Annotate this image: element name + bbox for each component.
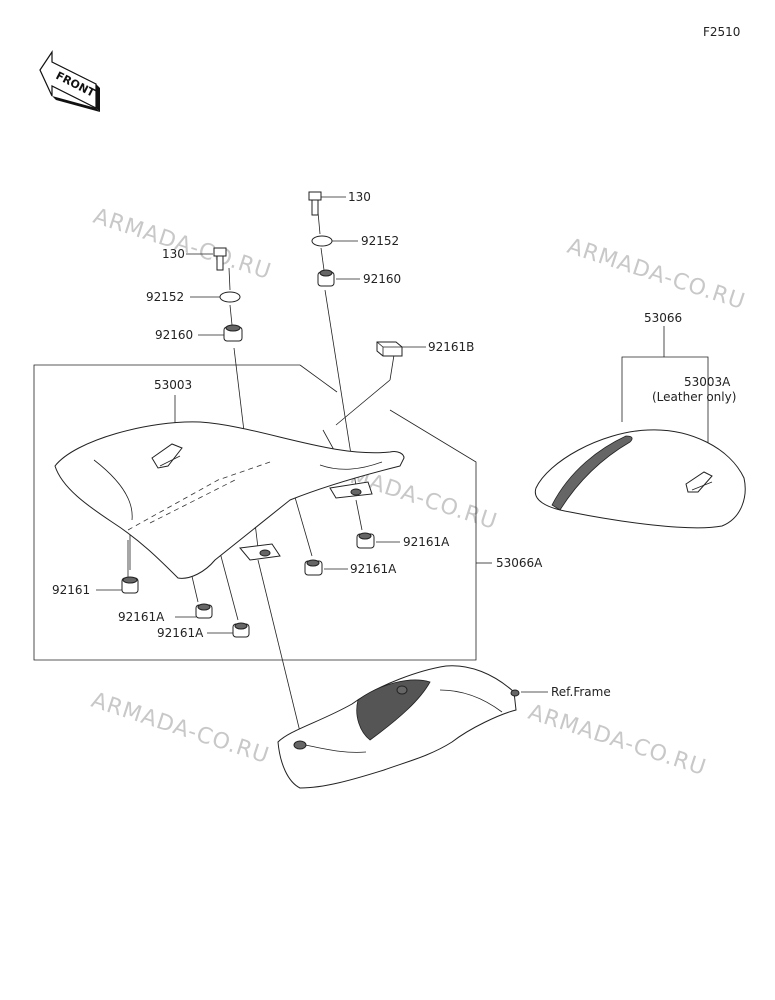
label-cushion: 92161 (52, 583, 90, 597)
label-seat-assembly: 53066A (496, 556, 543, 570)
label-cushion-a-3: 92161A (350, 562, 397, 576)
cushion-a-4-icon (356, 532, 375, 549)
label-washer-right: 92152 (361, 234, 399, 248)
washer-right-icon (311, 235, 333, 247)
figure-code: F2510 (703, 25, 740, 39)
label-leather-note: (Leather only) (652, 390, 736, 404)
label-damper-right: 92160 (363, 272, 401, 286)
bolt-left-icon (213, 247, 227, 271)
cushion-a-2-icon (232, 622, 250, 638)
label-damper-left: 92160 (155, 328, 193, 342)
label-seat-leather: 53003A (684, 375, 731, 389)
washer-left-icon (219, 291, 241, 303)
seat-assembly-box (33, 364, 477, 661)
label-seat-main: 53003 (154, 378, 192, 392)
cushion-a-1-icon (195, 603, 213, 619)
damper-right-icon (317, 269, 335, 287)
label-washer-left: 92152 (146, 290, 184, 304)
watermark-2: ARMADA-CO.RU (564, 234, 748, 315)
label-cushion-a-2: 92161A (157, 626, 204, 640)
label-cushion-b: 92161B (428, 340, 474, 354)
label-bolt-right: 130 (348, 190, 371, 204)
label-seat-cover: 53066 (644, 311, 682, 325)
cushion-b-icon (376, 341, 403, 357)
front-arrow-icon: FRONT (39, 50, 100, 112)
label-bolt-left: 130 (162, 247, 185, 261)
watermark-4: ARMADA-CO.RU (88, 688, 272, 769)
cushion-92161-icon (121, 576, 139, 594)
rear-frame (277, 665, 520, 789)
bolt-right-icon (308, 191, 322, 216)
main-seat-53003 (54, 421, 405, 579)
seat-cover-53066 (534, 429, 746, 529)
watermark-5: ARMADA-CO.RU (525, 700, 709, 781)
label-cushion-a-4: 92161A (403, 535, 450, 549)
part-labels: 130 130 92152 92152 92160 92160 92161B 5… (52, 190, 736, 699)
cushion-a-3-icon (304, 559, 323, 576)
label-ref-frame: Ref.Frame (551, 685, 611, 699)
label-cushion-a-1: 92161A (118, 610, 165, 624)
damper-left-icon (223, 324, 243, 342)
watermark-1: ARMADA-CO.RU (90, 204, 274, 285)
